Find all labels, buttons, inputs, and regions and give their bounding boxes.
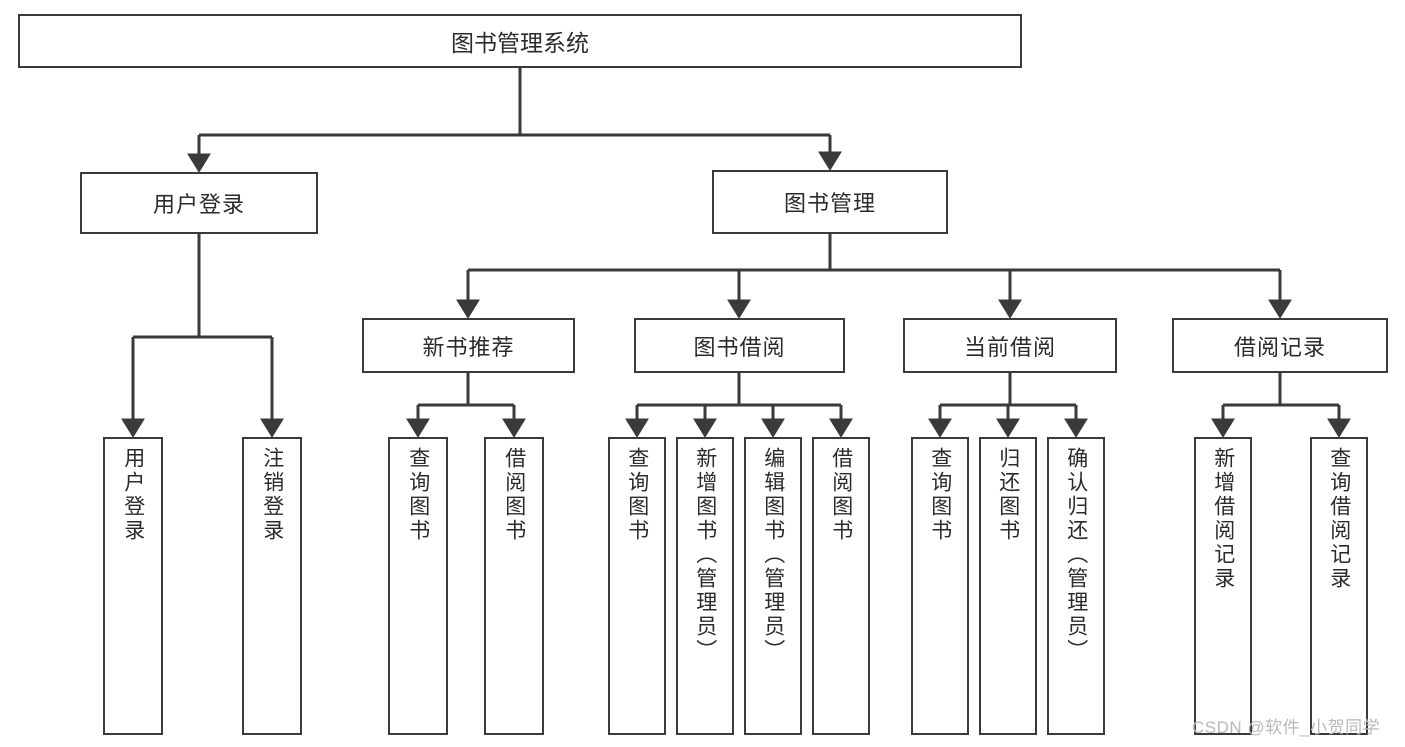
node-label: 用户登录	[121, 447, 145, 543]
node-label: 新增借阅记录	[1211, 447, 1235, 591]
node-label: 图书管理系统	[451, 30, 589, 56]
leaf-query-book-borrow[interactable]: 查询图书	[608, 437, 666, 735]
node-borrow-record[interactable]: 借阅记录	[1172, 318, 1388, 373]
node-label: 新增图书（管理员）	[693, 447, 717, 663]
node-label: 查询图书	[625, 447, 649, 543]
node-label: 查询借阅记录	[1327, 447, 1351, 591]
node-book-management[interactable]: 图书管理	[712, 170, 948, 234]
node-label: 查询图书	[406, 447, 430, 543]
leaf-borrow-book[interactable]: 借阅图书	[812, 437, 870, 735]
leaf-confirm-return-admin[interactable]: 确认归还（管理员）	[1047, 437, 1105, 735]
node-label: 注销登录	[260, 447, 284, 543]
leaf-query-borrow-record[interactable]: 查询借阅记录	[1310, 437, 1368, 735]
leaf-edit-book-admin[interactable]: 编辑图书（管理员）	[744, 437, 802, 735]
watermark-text: CSDN @软件_小贺同学	[1192, 718, 1381, 737]
node-label: 查询图书	[928, 447, 952, 543]
node-book-borrow[interactable]: 图书借阅	[634, 318, 845, 373]
node-label: 确认归还（管理员）	[1064, 447, 1088, 663]
node-label: 借阅图书	[829, 447, 853, 543]
node-user-login[interactable]: 用户登录	[80, 172, 318, 234]
leaf-return-book[interactable]: 归还图书	[979, 437, 1037, 735]
leaf-add-borrow-record[interactable]: 新增借阅记录	[1194, 437, 1252, 735]
leaf-query-book-recommend[interactable]: 查询图书	[388, 437, 448, 735]
node-new-book-recommend[interactable]: 新书推荐	[362, 318, 575, 373]
node-label: 归还图书	[996, 447, 1020, 543]
node-label: 用户登录	[152, 192, 245, 217]
leaf-add-book-admin[interactable]: 新增图书（管理员）	[676, 437, 734, 735]
leaf-logout[interactable]: 注销登录	[242, 437, 302, 735]
leaf-query-book-current[interactable]: 查询图书	[911, 437, 969, 735]
leaf-user-login[interactable]: 用户登录	[103, 437, 163, 735]
node-label: 借阅图书	[502, 447, 526, 543]
leaf-borrow-book-recommend[interactable]: 借阅图书	[484, 437, 544, 735]
node-root-book-management-system[interactable]: 图书管理系统	[18, 14, 1022, 68]
node-label: 新书推荐	[422, 334, 515, 360]
node-label: 图书借阅	[693, 334, 786, 360]
node-current-borrow[interactable]: 当前借阅	[903, 318, 1117, 373]
node-label: 当前借阅	[963, 334, 1056, 360]
node-label: 编辑图书（管理员）	[761, 447, 785, 663]
node-label: 借阅记录	[1233, 334, 1326, 360]
node-label: 图书管理	[783, 191, 876, 216]
